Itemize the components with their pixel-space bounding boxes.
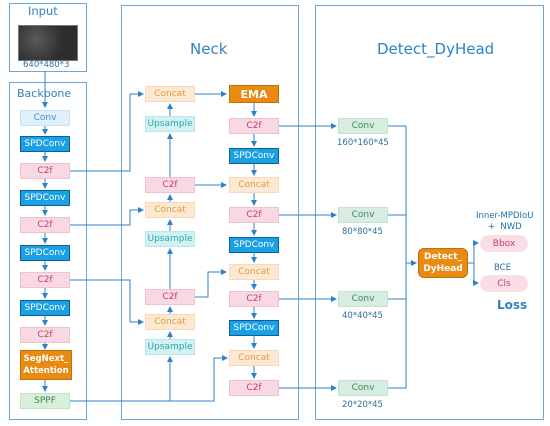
backbone-title: Backbone: [17, 87, 72, 100]
neck-upsample-2: Upsample: [145, 231, 195, 247]
backbone-spdconv-1: SPDConv: [20, 136, 70, 152]
neck-c2f-right-2: C2f: [229, 207, 279, 223]
input-size-label: 640*480*3: [23, 60, 70, 70]
neck-upsample-1: Upsample: [145, 116, 195, 132]
head-size-2: 80*80*45: [342, 227, 383, 237]
neck-upsample-3: Upsample: [145, 339, 195, 355]
neck-ema: EMA: [229, 85, 279, 103]
cls-loss-label: BCE: [494, 263, 511, 273]
backbone-conv: Conv: [20, 110, 70, 126]
head-conv-4: Conv: [338, 380, 388, 396]
head-conv-2: Conv: [338, 207, 388, 223]
neck-spdconv-2: SPDConv: [229, 237, 279, 253]
neck-c2f-left-2: C2f: [145, 289, 195, 305]
head-size-4: 20*20*45: [342, 400, 383, 410]
neck-c2f-right-1: C2f: [229, 118, 279, 134]
neck-c2f-left-1: C2f: [145, 177, 195, 193]
neck-spdconv-1: SPDConv: [229, 148, 279, 164]
backbone-sppf: SPPF: [20, 393, 70, 409]
neck-title: Neck: [190, 40, 228, 58]
backbone-segnext-attention: SegNext_ Attention: [20, 350, 72, 380]
backbone-c2f-4: C2f: [20, 327, 70, 343]
box-loss-label: Inner-MPDIoU + NWD: [476, 211, 534, 232]
neck-c2f-right-3: C2f: [229, 291, 279, 307]
cls-pill: Cls: [480, 275, 528, 292]
input-image: [18, 25, 78, 61]
detect-dyhead-block: Detect_ DyHead: [418, 248, 468, 278]
bbox-pill: Bbox: [480, 235, 528, 252]
neck-concat-left-3: Concat: [145, 314, 195, 330]
backbone-spdconv-3: SPDConv: [20, 245, 70, 261]
neck-spdconv-3: SPDConv: [229, 320, 279, 336]
loss-label: Loss: [497, 298, 528, 312]
head-conv-3: Conv: [338, 291, 388, 307]
head-size-3: 40*40*45: [342, 311, 383, 321]
backbone-c2f-3: C2f: [20, 272, 70, 288]
head-panel: [315, 5, 544, 420]
neck-concat-left-2: Concat: [145, 202, 195, 218]
input-panel: [9, 3, 87, 72]
backbone-c2f-2: C2f: [20, 217, 70, 233]
neck-concat-left-1: Concat: [145, 86, 195, 102]
input-title: Input: [28, 4, 58, 18]
backbone-spdconv-2: SPDConv: [20, 190, 70, 206]
head-conv-1: Conv: [338, 118, 388, 134]
backbone-spdconv-4: SPDConv: [20, 300, 70, 316]
neck-concat-right-1: Concat: [229, 177, 279, 193]
neck-concat-right-2: Concat: [229, 264, 279, 280]
neck-c2f-right-4: C2f: [229, 380, 279, 396]
head-size-1: 160*160*45: [337, 138, 389, 148]
backbone-c2f-1: C2f: [20, 163, 70, 179]
neck-concat-right-3: Concat: [229, 350, 279, 366]
head-title: Detect_DyHead: [377, 40, 495, 58]
neck-panel: [121, 5, 299, 420]
backbone-panel: [9, 82, 87, 420]
